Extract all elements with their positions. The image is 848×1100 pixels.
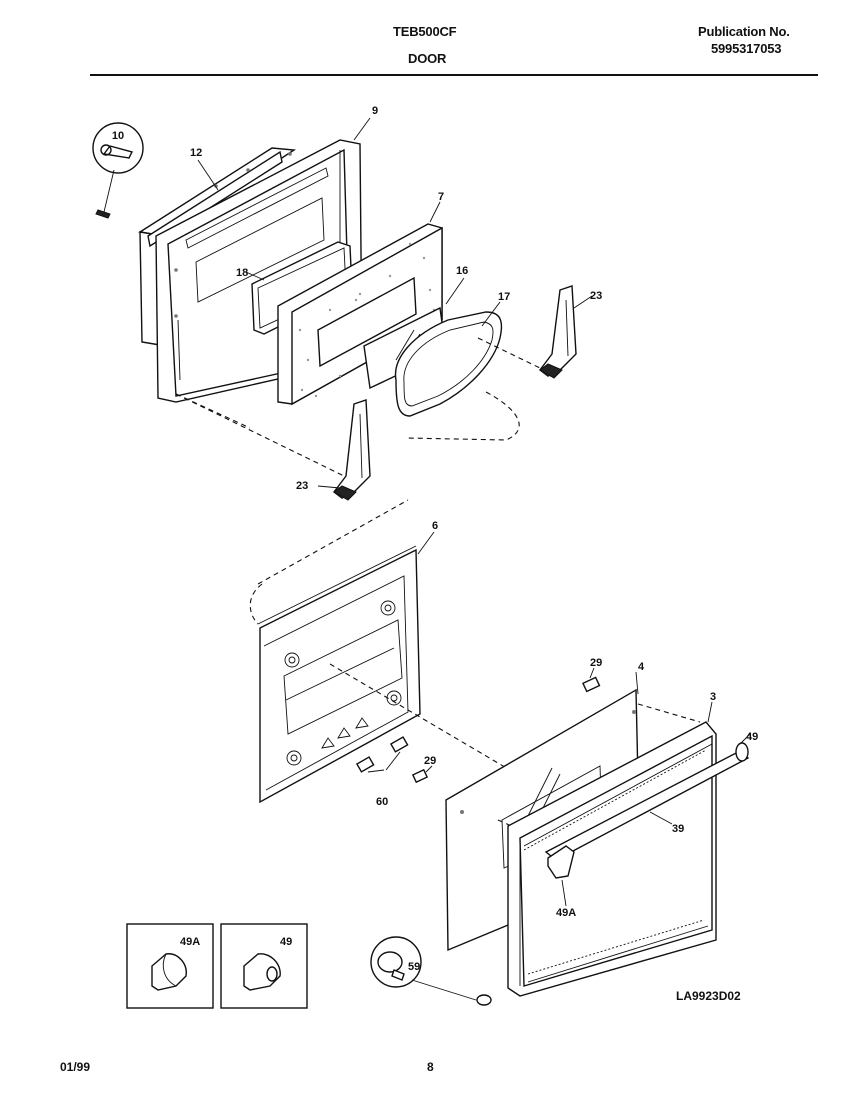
callout-49A-handle: 49A <box>556 907 576 919</box>
outer-door-panel-6 <box>249 499 521 804</box>
callout-60: 60 <box>376 796 388 808</box>
endcap-detail-49A <box>126 923 214 1009</box>
callout-39: 39 <box>672 823 684 835</box>
gasket-17 <box>394 311 520 441</box>
hinge-right-23 <box>477 285 577 379</box>
callout-6: 6 <box>432 520 438 532</box>
callout-23-left: 23 <box>296 480 308 492</box>
header-rule <box>90 74 818 76</box>
model-number: TEB500CF <box>393 24 457 39</box>
callout-10: 10 <box>112 130 124 142</box>
bumper-29-top <box>582 676 601 693</box>
foot-detail-callout <box>370 936 492 1006</box>
callout-29-bottom: 29 <box>424 755 436 767</box>
callout-16: 16 <box>456 265 468 277</box>
spacers-60 <box>355 736 409 773</box>
leader-lines <box>197 117 713 907</box>
door-frame-3 <box>507 721 751 997</box>
callout-49A-inset: 49A <box>180 936 200 948</box>
footer-date: 01/99 <box>60 1060 91 1074</box>
callout-7: 7 <box>438 191 444 203</box>
callout-49-inset: 49 <box>280 936 292 948</box>
hinge-left-23 <box>333 399 371 501</box>
callout-12: 12 <box>190 147 202 159</box>
footer-page-number: 8 <box>427 1060 434 1074</box>
endcap-detail-49 <box>220 923 308 1009</box>
callout-3: 3 <box>710 691 716 703</box>
section-title: DOOR <box>408 51 447 66</box>
drawing-code: LA9923D02 <box>676 989 741 1003</box>
screw-detail-callout <box>92 122 144 219</box>
publication-number: 5995317053 <box>711 41 782 56</box>
callout-49-handle: 49 <box>746 731 758 743</box>
callout-4: 4 <box>638 661 645 673</box>
callout-17: 17 <box>498 291 510 303</box>
callout-59: 59 <box>408 961 420 973</box>
screw-icon <box>102 145 134 159</box>
screw-detail-circle <box>92 122 144 174</box>
callout-29-top: 29 <box>590 657 602 669</box>
foot-detail-circle <box>370 936 422 988</box>
callout-18: 18 <box>236 267 248 279</box>
callout-9: 9 <box>372 105 378 117</box>
callout-23-right: 23 <box>590 290 602 302</box>
foot-icon <box>377 951 403 973</box>
bumper-29-bottom <box>411 765 433 784</box>
publication-label: Publication No. <box>698 24 790 39</box>
